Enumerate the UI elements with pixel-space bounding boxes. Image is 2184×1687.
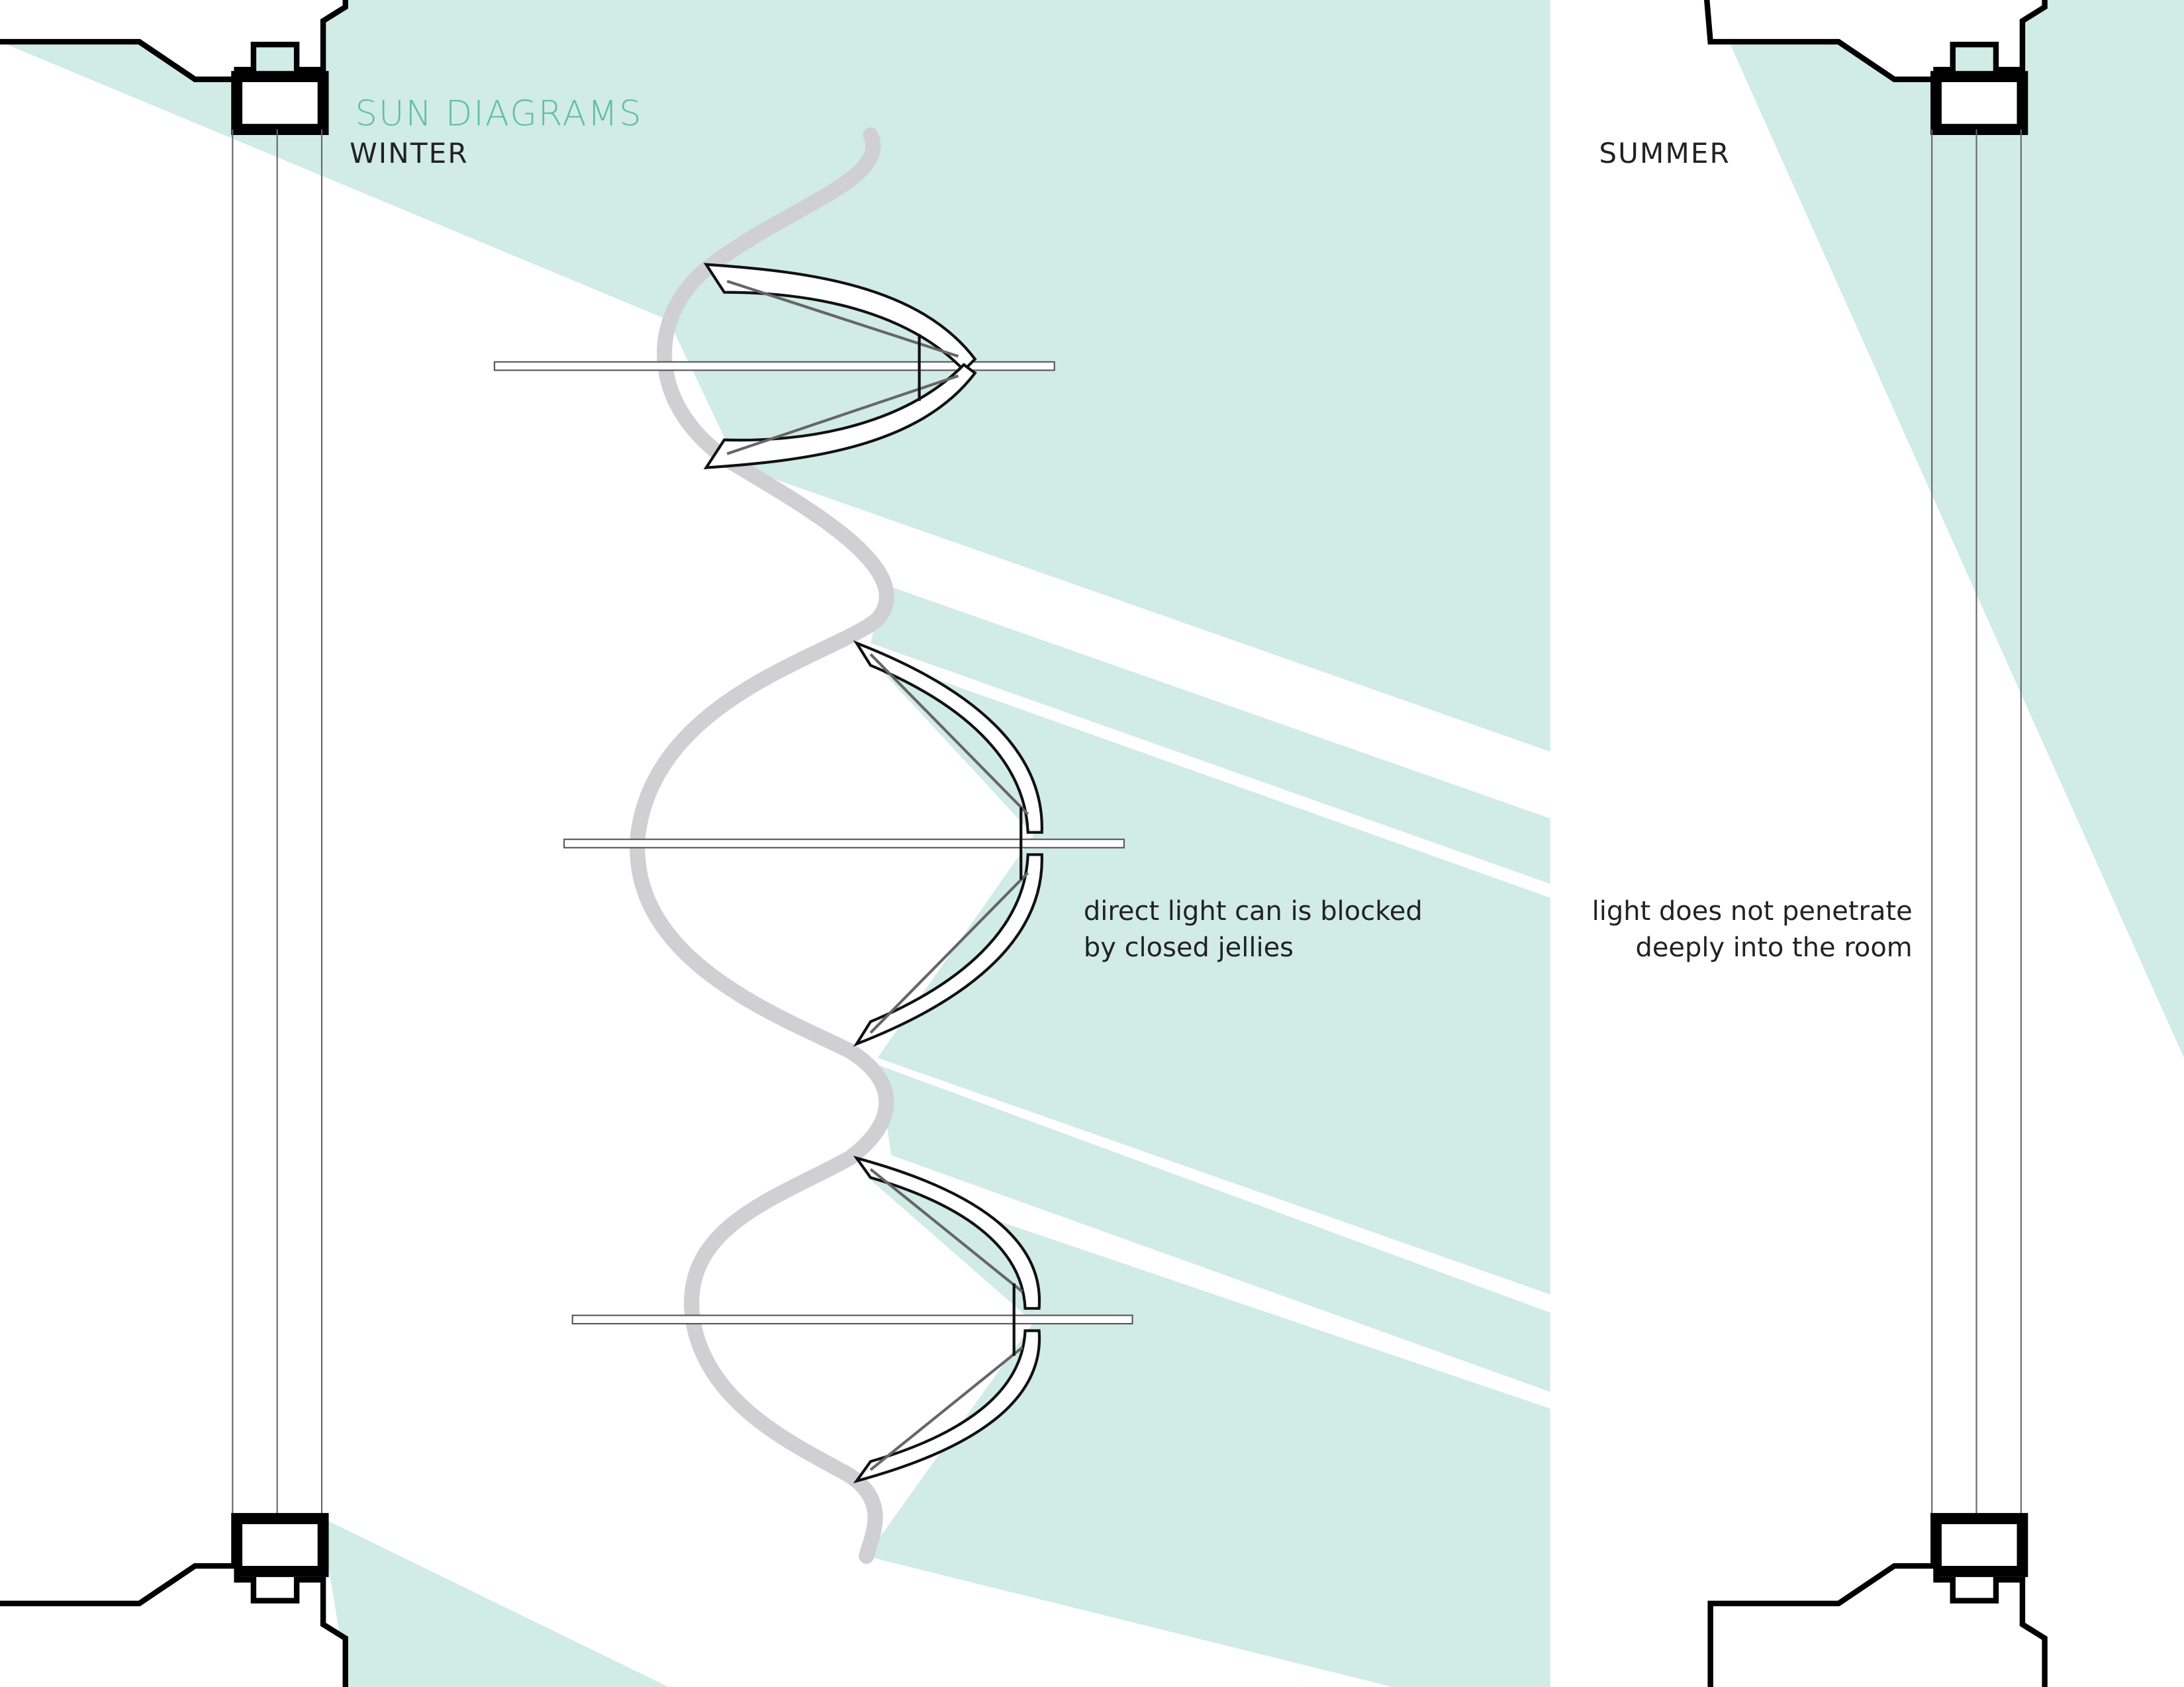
jelly-3 (571, 1156, 1133, 1484)
jelly-1 (493, 263, 1055, 470)
summer-note-line2: deeply into the room (1635, 933, 1912, 963)
wall-bottom (0, 1563, 348, 1687)
winter-window-section (0, 0, 348, 1687)
wall-top (0, 0, 348, 83)
jelly-2 (563, 640, 1125, 1047)
summer-window-section (1704, 0, 2048, 1687)
diagram-title: SUN DIAGRAMS (356, 93, 643, 134)
winter-label: WINTER (350, 137, 469, 169)
summer-label: SUMMER (1599, 137, 1731, 169)
winter-note-line1: direct light can is blocked (1084, 896, 1423, 927)
winter-sunlight (0, 0, 1550, 1687)
summer-note-line1: light does not penetrate (1592, 896, 1913, 927)
winter-note-line2: by closed jellies (1084, 933, 1294, 963)
